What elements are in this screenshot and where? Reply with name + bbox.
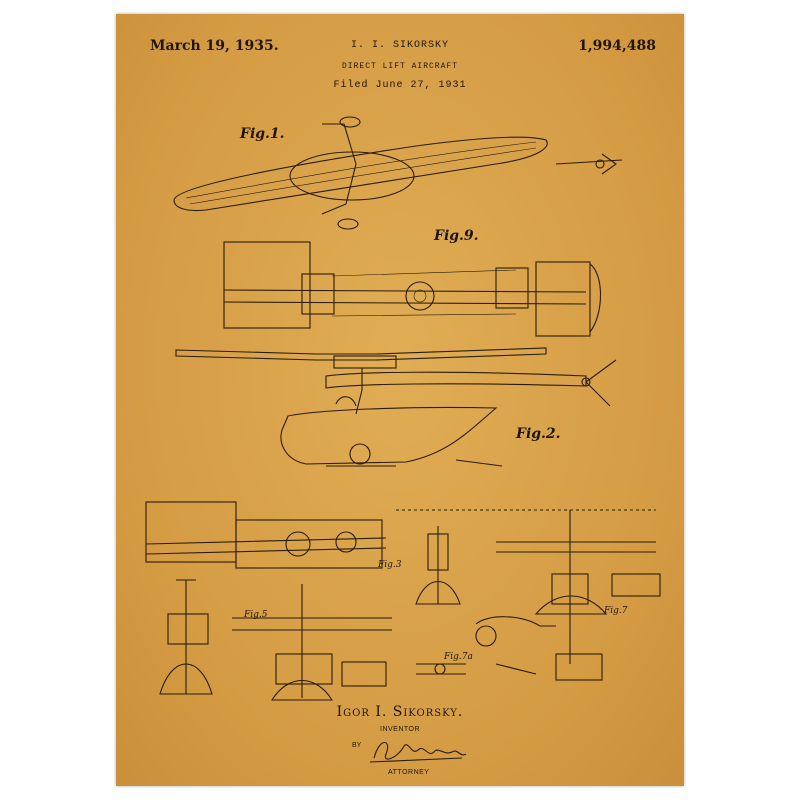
fig3-label: Fig.3 bbox=[378, 560, 402, 570]
fig7-label: Fig.7 bbox=[604, 606, 628, 616]
fig7a-label: Fig.7a bbox=[444, 652, 473, 662]
fig9-gearbox-drawing bbox=[223, 241, 601, 337]
fig9-label: Fig.9. bbox=[434, 228, 479, 244]
patent-number: 1,994,488 bbox=[578, 38, 656, 54]
right-mechanism-drawings bbox=[396, 509, 661, 681]
fig1-label: Fig.1. bbox=[240, 126, 285, 142]
patent-sheet: March 19, 1935. I. I. SIKORSKY 1,994,488… bbox=[116, 14, 684, 786]
inventor-role: INVENTOR bbox=[380, 726, 421, 733]
bottom-left-mechanism-drawings bbox=[145, 501, 392, 701]
attorney-role: ATTORNEY bbox=[388, 769, 430, 776]
fig2-helicopter-drawing bbox=[175, 347, 617, 467]
fig5-label: Fig.5 bbox=[244, 610, 268, 620]
fig1-rotor-drawing bbox=[173, 116, 623, 230]
patent-title: DIRECT LIFT AIRCRAFT bbox=[341, 62, 458, 71]
patent-drawings bbox=[145, 116, 661, 763]
inventor-name: Igor I. Sikorsky. bbox=[336, 704, 464, 720]
filed-date: Filed June 27, 1931 bbox=[333, 80, 467, 91]
attorney-signature bbox=[369, 741, 467, 763]
fig2-label: Fig.2. bbox=[516, 426, 561, 442]
by-label: BY bbox=[352, 742, 362, 749]
patent-date: March 19, 1935. bbox=[150, 38, 279, 54]
inventor-header: I. I. SIKORSKY bbox=[350, 40, 449, 51]
